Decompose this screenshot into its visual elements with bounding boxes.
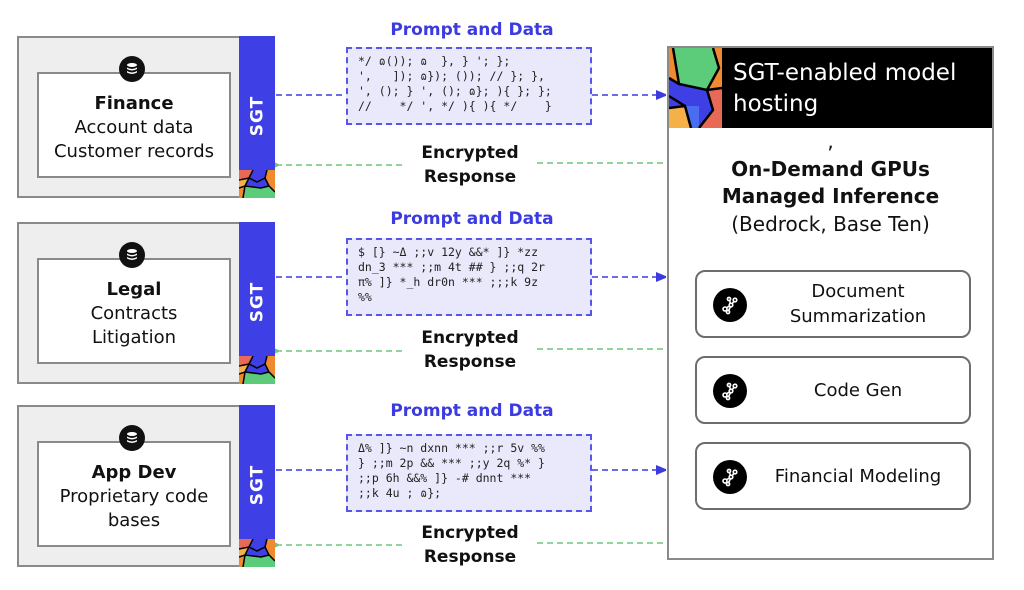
prompt-and-data-label: Prompt and Data — [390, 401, 554, 421]
prompt-and-data-label: Prompt and Data — [390, 20, 554, 40]
sgt-logo-mosaic — [669, 48, 722, 128]
department-detail: Contracts — [90, 303, 178, 324]
department-detail: Account data — [74, 117, 194, 138]
department-detail: Litigation — [91, 327, 177, 348]
hosting-header: SGT-enabled model hosting — [669, 48, 992, 128]
encrypted-payload-box: $ [} ~Δ ;;v 12y &&* ]} *zz dn_3 *** ;;m … — [346, 238, 592, 316]
department-detail: Proprietary code — [59, 486, 209, 507]
use-case-financial-modeling: Financial Modeling — [695, 442, 971, 510]
hosting-comma: , — [827, 129, 834, 153]
encrypted-response-line1: Encrypted — [421, 523, 519, 543]
department-finance: Finance Account data Customer records SG… — [17, 36, 275, 198]
department-card: Finance Account data Customer records — [37, 72, 231, 178]
use-case-label: Financial Modeling — [774, 465, 942, 487]
use-case-code-gen: Code Gen — [695, 356, 971, 424]
database-icon — [119, 425, 145, 451]
encrypted-response-line2: Response — [423, 547, 517, 567]
hosting-title: SGT-enabled model hosting — [733, 60, 957, 117]
network-graph-icon — [713, 288, 747, 322]
department-title: App Dev — [91, 462, 177, 483]
encrypted-response-label: Encrypted Response — [405, 141, 535, 189]
sgt-label: SGT — [247, 281, 267, 323]
encrypted-payload-box: Δ% ]} ~n dxnn *** ;;r 5v %% } ;;m 2p && … — [346, 434, 592, 512]
hosting-line-gpus: On-Demand GPUs — [731, 157, 930, 181]
encrypted-response-label: Encrypted Response — [405, 521, 535, 569]
hosting-line-inference: Managed Inference — [721, 184, 940, 208]
department-title: Legal — [106, 279, 162, 300]
department-card: App Dev Proprietary code bases — [37, 441, 231, 547]
use-case-document-summarization: Document Summarization — [695, 270, 971, 338]
sgt-bar: SGT — [239, 222, 275, 384]
department-detail: Customer records — [53, 141, 215, 162]
sgt-label: SGT — [247, 464, 267, 506]
model-hosting-panel: SGT-enabled model hosting , On-Demand GP… — [667, 46, 994, 560]
department-title: Finance — [94, 93, 174, 114]
department-legal: Legal Contracts Litigation SGT — [17, 222, 275, 384]
encrypted-response-line2: Response — [423, 167, 517, 187]
encrypted-payload-box: */ ɷ()); ɷ }, } '; }; ', ]); ɷ}); ()); /… — [346, 47, 592, 125]
network-graph-icon — [713, 460, 747, 494]
database-icon — [119, 56, 145, 82]
sgt-logo-mosaic — [239, 170, 275, 198]
prompt-and-data-label: Prompt and Data — [390, 209, 554, 229]
sgt-bar: SGT — [239, 36, 275, 198]
encrypted-response-line1: Encrypted — [421, 328, 519, 348]
sgt-logo-mosaic — [239, 356, 275, 384]
sgt-logo-mosaic — [239, 539, 275, 567]
department-card: Legal Contracts Litigation — [37, 258, 231, 364]
sgt-label: SGT — [247, 95, 267, 137]
use-case-label: Document Summarization — [789, 281, 927, 327]
department-app-dev: App Dev Proprietary code bases SGT — [17, 405, 275, 567]
database-icon — [119, 242, 145, 268]
encrypted-response-line1: Encrypted — [421, 143, 519, 163]
department-detail: bases — [107, 510, 161, 531]
encrypted-response-line2: Response — [423, 352, 517, 372]
sgt-bar: SGT — [239, 405, 275, 567]
use-case-label: Code Gen — [813, 379, 903, 401]
network-graph-icon — [713, 374, 747, 408]
hosting-line-providers: (Bedrock, Base Ten) — [731, 212, 930, 236]
encrypted-response-label: Encrypted Response — [405, 326, 535, 374]
